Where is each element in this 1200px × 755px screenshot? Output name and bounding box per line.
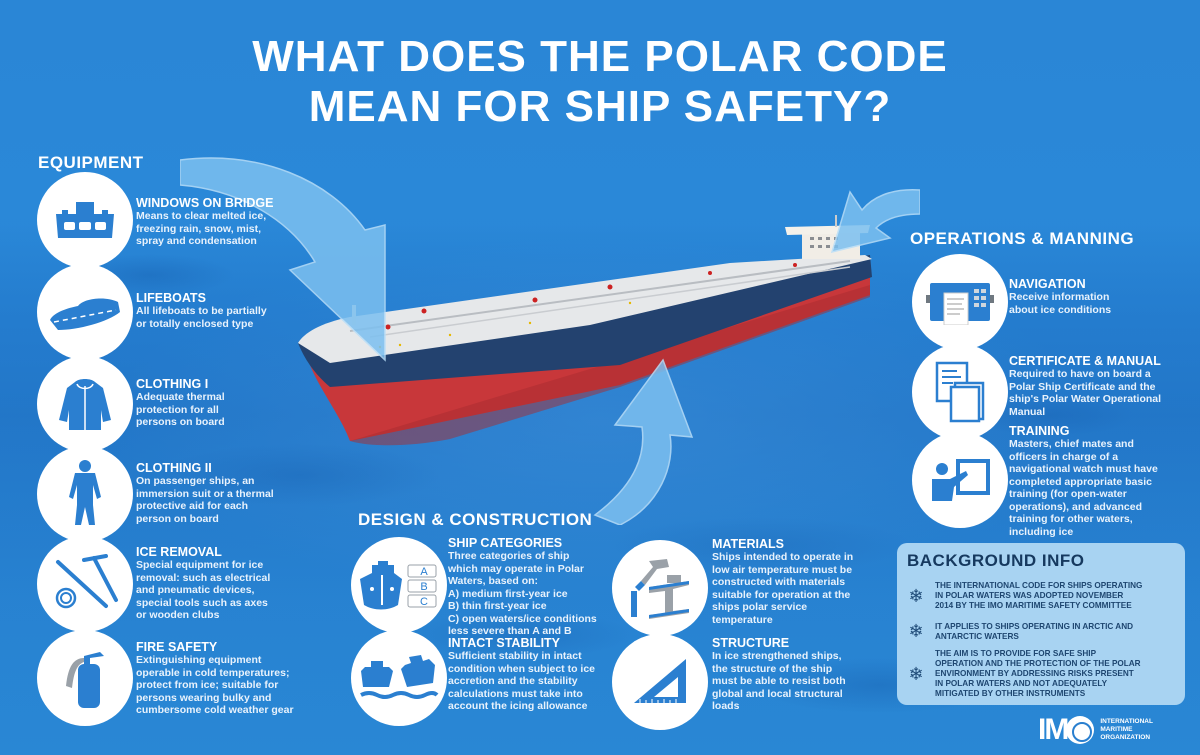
background-info-item: ❄ THE INTERNATIONAL CODE FOR SHIPS OPERA… (905, 581, 1183, 611)
design-item-materials: MATERIALS Ships intended to operate in l… (712, 537, 853, 626)
item-description: Receive information about ice conditions (1009, 291, 1112, 316)
item-description: Masters, chief mates and officers in cha… (1009, 438, 1158, 538)
operations-heading: OPERATIONS & MANNING (910, 229, 1135, 248)
arrow-equipment-to-ship (180, 157, 386, 362)
immersion-suit-icon (37, 446, 133, 542)
ice-tools-icon (37, 536, 133, 632)
set-square-icon (612, 634, 708, 730)
ship-categories-icon: A B C (351, 537, 447, 633)
item-description: On passenger ships, an immersion suit or… (136, 475, 274, 525)
fire-extinguisher-icon (37, 630, 133, 726)
arrow-design-to-ship (593, 358, 694, 525)
background-info-item: ❄ THE AIM IS TO PROVIDE FOR SAFE SHIP OP… (905, 649, 1183, 699)
title-line-1: WHAT DOES THE POLAR CODE (252, 32, 948, 81)
item-title: STRUCTURE (712, 636, 790, 650)
materials-icon (612, 540, 708, 636)
item-title: TRAINING (1009, 424, 1070, 438)
page-title: WHAT DOES THE POLAR CODE MEAN FOR SHIP S… (0, 32, 1200, 132)
jacket-icon (37, 356, 133, 452)
equipment-item-fire-safety: FIRE SAFETY Extinguishing equipment oper… (136, 640, 294, 717)
item-description: Required to have on board a Polar Ship C… (1009, 368, 1162, 418)
item-description: Ships intended to operate in low air tem… (712, 551, 854, 626)
equipment-heading: EQUIPMENT (38, 153, 144, 172)
item-title: WINDOWS ON BRIDGE (136, 196, 274, 210)
operations-item-navigation: NAVIGATION Receive information about ice… (1009, 277, 1111, 316)
item-description: Three categories of ship which may opera… (448, 550, 597, 637)
snowflake-icon: ❄ (908, 621, 924, 641)
equipment-item-clothing-1: CLOTHING I Adequate thermal protection f… (136, 377, 225, 429)
ship-stability-icon (351, 630, 447, 726)
item-description: Sufficient stability in intact condition… (448, 650, 596, 712)
background-info-item: ❄ IT APPLIES TO SHIPS OPERATING IN ARCTI… (905, 621, 1183, 642)
design-heading: DESIGN & CONSTRUCTION (358, 510, 593, 529)
item-title: SHIP CATEGORIES (448, 536, 563, 550)
design-item-structure: STRUCTURE In ice strengthened ships, the… (712, 636, 846, 713)
snowflake-icon: ❄ (908, 585, 924, 606)
background-info-box: BACKGROUND INFO ❄ THE INTERNATIONAL CODE… (897, 543, 1185, 705)
item-title: NAVIGATION (1009, 277, 1086, 291)
item-description: Special equipment for ice removal: such … (136, 559, 271, 621)
imo-org-name: INTERNATIONAL MARITIME ORGANIZATION (1100, 718, 1153, 741)
design-item-intact-stability: INTACT STABILITY Sufficient stability in… (448, 636, 595, 713)
equipment-item-clothing-2: CLOTHING II On passenger ships, an immer… (136, 461, 274, 525)
equipment-item-ice-removal: ICE REMOVAL Special equipment for ice re… (136, 545, 270, 622)
snowflake-icon: ❄ (908, 663, 924, 684)
imo-logo: IM INTERNATIONAL MARITIME ORGANIZATION (1038, 715, 1153, 745)
background-info-heading: BACKGROUND INFO (907, 551, 1085, 570)
background-info-text: IT APPLIES TO SHIPS OPERATING IN ARCTIC … (935, 621, 1134, 641)
category-tag-b: B (420, 581, 427, 593)
equipment-item-lifeboats: LIFEBOATS All lifeboats to be partially … (136, 291, 267, 330)
background-info-text: THE AIM IS TO PROVIDE FOR SAFE SHIP OPER… (935, 649, 1141, 698)
lifeboat-icon (37, 264, 133, 360)
navtex-receiver-icon (912, 254, 1008, 350)
operations-item-certificate-manual: CERTIFICATE & MANUAL Required to have on… (1009, 354, 1161, 418)
item-title: LIFEBOATS (136, 291, 206, 305)
documents-icon (912, 344, 1008, 440)
instructor-board-icon (912, 432, 1008, 528)
category-tag-a: A (420, 566, 428, 578)
title-line-2: MEAN FOR SHIP SAFETY? (308, 82, 892, 131)
equipment-item-windows-on-bridge: WINDOWS ON BRIDGE Means to clear melted … (136, 196, 274, 248)
item-description: In ice strengthened ships, the structure… (712, 650, 846, 712)
item-description: All lifeboats to be partially or totally… (136, 305, 267, 330)
item-description: Means to clear melted ice, freezing rain… (136, 210, 267, 247)
un-emblem-icon (1066, 716, 1095, 744)
arrow-operations-to-ship (830, 189, 920, 254)
item-title: CERTIFICATE & MANUAL (1009, 354, 1161, 368)
item-title: ICE REMOVAL (136, 545, 222, 559)
item-description: Adequate thermal protection for all pers… (136, 391, 225, 428)
item-title: CLOTHING I (136, 377, 209, 391)
imo-logo-letters: IM (1038, 713, 1069, 746)
item-title: FIRE SAFETY (136, 640, 218, 654)
item-description: Extinguishing equipment operable in cold… (136, 654, 294, 716)
item-title: INTACT STABILITY (448, 636, 561, 650)
bridge-windows-icon (37, 172, 133, 268)
operations-item-training: TRAINING Masters, chief mates and office… (1009, 424, 1158, 538)
background-info-text: THE INTERNATIONAL CODE FOR SHIPS OPERATI… (935, 581, 1143, 610)
category-tag-c: C (420, 596, 428, 608)
design-item-ship-categories: SHIP CATEGORIES Three categories of ship… (448, 536, 597, 638)
tanker-ship-illustration (298, 215, 872, 446)
item-title: CLOTHING II (136, 461, 212, 475)
item-title: MATERIALS (712, 537, 784, 551)
